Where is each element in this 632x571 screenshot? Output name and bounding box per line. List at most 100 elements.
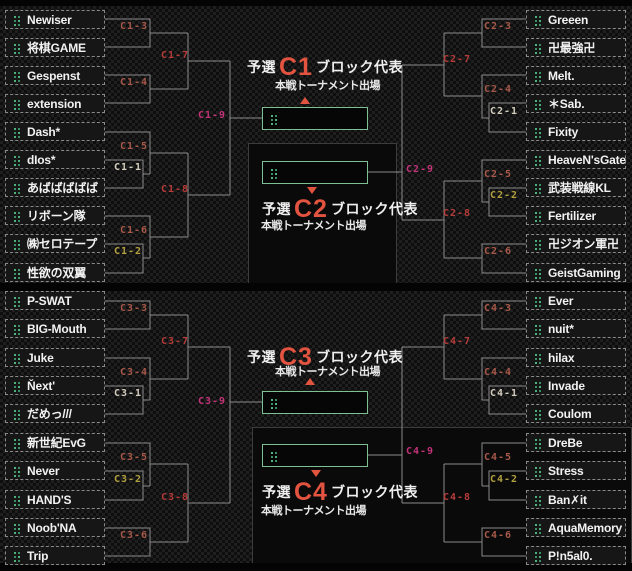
team-icon bbox=[535, 410, 537, 412]
match-label: C2-4 bbox=[483, 84, 513, 95]
team-box[interactable]: extension bbox=[5, 94, 105, 113]
team-box[interactable]: BIG-Mouth bbox=[5, 319, 105, 338]
team-box[interactable]: HeaveN'sGate bbox=[526, 150, 626, 169]
header-suffix: ブロック代表 bbox=[315, 59, 403, 75]
team-icon bbox=[535, 240, 537, 242]
team-name: AquaMemory bbox=[548, 521, 623, 535]
match-label: C4-3 bbox=[483, 303, 513, 314]
team-box[interactable]: Fixity bbox=[526, 122, 626, 141]
team-icon bbox=[535, 467, 537, 469]
team-box[interactable]: Melt. bbox=[526, 66, 626, 85]
team-icon bbox=[14, 44, 16, 46]
team-box[interactable]: DreBe bbox=[526, 433, 626, 452]
team-icon bbox=[535, 297, 537, 299]
team-box[interactable]: Dash* bbox=[5, 122, 105, 141]
match-label: C1-5 bbox=[119, 141, 149, 152]
team-name: ㈱セロテープ bbox=[27, 237, 98, 251]
team-box[interactable]: Invade bbox=[526, 376, 626, 395]
team-box[interactable]: ㈱セロテープ bbox=[5, 234, 105, 253]
header-prefix: 予選 bbox=[247, 349, 276, 365]
team-icon bbox=[14, 325, 16, 327]
team-box[interactable]: Never bbox=[5, 461, 105, 480]
match-label: C4-4 bbox=[483, 367, 513, 378]
match-label: C1-8 bbox=[160, 184, 190, 195]
team-name: GeistGaming bbox=[548, 266, 621, 280]
team-box[interactable]: GeistGaming bbox=[526, 263, 626, 282]
team-name: Melt. bbox=[548, 69, 575, 83]
team-name: リボーン隊 bbox=[27, 209, 86, 223]
team-icon bbox=[535, 496, 537, 498]
winner-box-c3 bbox=[262, 391, 368, 414]
team-icon bbox=[14, 552, 16, 554]
team-box[interactable]: ＊Sab. bbox=[526, 94, 626, 113]
team-box[interactable]: Greeen bbox=[526, 10, 626, 29]
match-label: C4-2 bbox=[489, 474, 519, 485]
winner-box-c2 bbox=[262, 161, 368, 184]
match-label: C1-1 bbox=[113, 162, 143, 173]
team-name: Ban✗it bbox=[548, 493, 587, 507]
team-box[interactable]: Ever bbox=[526, 291, 626, 310]
team-icon bbox=[535, 325, 537, 327]
team-box[interactable]: 卍ジオン軍卍 bbox=[526, 234, 626, 253]
team-box[interactable]: リボーン隊 bbox=[5, 206, 105, 225]
team-icon bbox=[14, 524, 16, 526]
team-box[interactable]: Trip bbox=[5, 546, 105, 565]
team-icon bbox=[14, 156, 16, 158]
team-box[interactable]: 新世紀EvG bbox=[5, 433, 105, 452]
team-box[interactable]: Fertilizer bbox=[526, 206, 626, 225]
team-box[interactable]: Juke bbox=[5, 348, 105, 367]
team-box[interactable]: P-SWAT bbox=[5, 291, 105, 310]
team-name: Noob'NA bbox=[27, 521, 77, 535]
separator-top bbox=[0, 0, 632, 6]
team-box[interactable]: P!n5al0. bbox=[526, 546, 626, 565]
team-box[interactable]: あばばばばば bbox=[5, 178, 105, 197]
team-box[interactable]: Newiser bbox=[5, 10, 105, 29]
team-box[interactable]: 性欲の双翼 bbox=[5, 263, 105, 282]
team-box[interactable]: Stress bbox=[526, 461, 626, 480]
header-code: C4 bbox=[294, 478, 328, 506]
triangle-down-icon bbox=[311, 470, 321, 477]
match-label: C2-7 bbox=[442, 54, 472, 65]
match-label: C1-3 bbox=[119, 21, 149, 32]
team-icon bbox=[535, 72, 537, 74]
team-name: あばばばばば bbox=[27, 181, 98, 195]
team-box[interactable]: 武装戦線KL bbox=[526, 178, 626, 197]
team-box[interactable]: Ňext' bbox=[5, 376, 105, 395]
team-box[interactable]: nuit* bbox=[526, 319, 626, 338]
team-icon bbox=[535, 128, 537, 130]
triangle-down-icon bbox=[307, 187, 317, 194]
team-box[interactable]: 卍最強卍 bbox=[526, 38, 626, 57]
header-code: C1 bbox=[279, 53, 313, 81]
team-box[interactable]: Noob'NA bbox=[5, 518, 105, 537]
team-box[interactable]: hilax bbox=[526, 348, 626, 367]
header-prefix: 予選 bbox=[262, 484, 291, 500]
header-suffix: ブロック代表 bbox=[315, 349, 403, 365]
team-name: DreBe bbox=[548, 436, 583, 450]
block-subtitle-c2: 本戦トーナメント出場 bbox=[261, 220, 367, 232]
team-box[interactable]: だめっ/// bbox=[5, 404, 105, 423]
block-subtitle-c4: 本戦トーナメント出場 bbox=[261, 505, 367, 517]
team-box[interactable]: Ban✗it bbox=[526, 490, 626, 509]
team-box[interactable]: Coulom bbox=[526, 404, 626, 423]
match-label: C2-5 bbox=[483, 169, 513, 180]
separator-bottom bbox=[0, 563, 632, 571]
match-label: C4-1 bbox=[489, 388, 519, 399]
team-icon bbox=[14, 410, 16, 412]
match-label: C1-6 bbox=[119, 225, 149, 236]
team-name: 性欲の双翼 bbox=[27, 266, 87, 280]
team-box[interactable]: HAND'S bbox=[5, 490, 105, 509]
team-box[interactable]: AquaMemory bbox=[526, 518, 626, 537]
winner-box-c4 bbox=[262, 444, 368, 467]
header-code: C3 bbox=[279, 343, 313, 371]
match-label: C3-8 bbox=[160, 492, 190, 503]
match-label: C2-3 bbox=[483, 21, 513, 32]
team-box[interactable]: 将棋GAME bbox=[5, 38, 105, 57]
match-label: C1-2 bbox=[113, 246, 143, 257]
team-box[interactable]: Gespenst bbox=[5, 66, 105, 85]
triangle-up-icon bbox=[300, 97, 310, 104]
team-box[interactable]: dIos* bbox=[5, 150, 105, 169]
